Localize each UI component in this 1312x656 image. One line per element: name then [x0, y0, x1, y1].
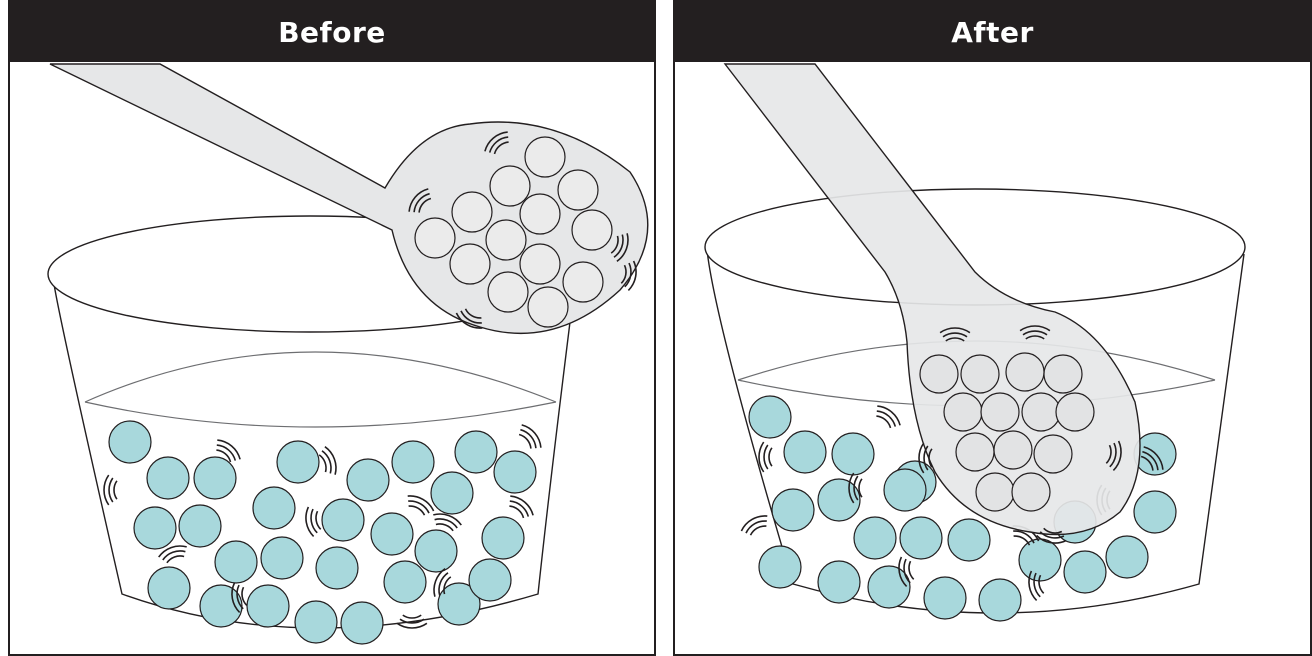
- bead-icon: [749, 396, 791, 438]
- bead-icon: [347, 459, 389, 501]
- bead-icon: [818, 561, 860, 603]
- bead-icon: [832, 433, 874, 475]
- bead-icon: [415, 530, 457, 572]
- bead-icon: [488, 272, 528, 312]
- bead-icon: [784, 431, 826, 473]
- bead-icon: [854, 517, 896, 559]
- motion-line: [397, 623, 427, 628]
- bead-icon: [494, 451, 536, 493]
- bead-icon: [452, 192, 492, 232]
- motion-line: [746, 521, 767, 533]
- bead-icon: [1044, 355, 1082, 393]
- bead-icon: [431, 472, 473, 514]
- bead-icon: [924, 577, 966, 619]
- bead-icon: [490, 166, 530, 206]
- bead-icon: [261, 537, 303, 579]
- bead-icon: [1106, 536, 1148, 578]
- bead-icon: [194, 457, 236, 499]
- bead-icon: [759, 546, 801, 588]
- bead-icon: [179, 505, 221, 547]
- bead-icon: [415, 218, 455, 258]
- bead-icon: [455, 431, 497, 473]
- bead-icon: [1034, 435, 1072, 473]
- after-illustration: [675, 2, 1312, 656]
- bead-icon: [392, 441, 434, 483]
- bead-icon: [884, 469, 926, 511]
- bead-icon: [384, 561, 426, 603]
- bead-icon: [482, 517, 524, 559]
- bead-icon: [295, 601, 337, 643]
- bead-icon: [371, 513, 413, 555]
- bead-icon: [956, 433, 994, 471]
- before-illustration: [10, 2, 656, 656]
- bead-icon: [1012, 473, 1050, 511]
- bead-icon: [558, 170, 598, 210]
- bead-icon: [247, 585, 289, 627]
- bead-icon: [961, 355, 999, 393]
- bead-icon: [976, 473, 1014, 511]
- bead-icon: [322, 499, 364, 541]
- bead-icon: [1056, 393, 1094, 431]
- bead-icon: [900, 517, 942, 559]
- bead-icon: [920, 355, 958, 393]
- bead-icon: [944, 393, 982, 431]
- motion-line: [751, 526, 767, 535]
- bead-icon: [486, 220, 526, 260]
- bead-icon: [948, 519, 990, 561]
- bead-icon: [148, 567, 190, 609]
- bead-icon: [994, 431, 1032, 469]
- bead-icon: [277, 441, 319, 483]
- bead-icon: [341, 602, 383, 644]
- bead-icon: [979, 579, 1021, 621]
- bead-icon: [1006, 353, 1044, 391]
- bead-icon: [528, 287, 568, 327]
- bead-icon: [134, 507, 176, 549]
- bead-icon: [450, 244, 490, 284]
- bead-icon: [563, 262, 603, 302]
- bead-icon: [1019, 539, 1061, 581]
- bead-icon: [109, 421, 151, 463]
- bead-icon: [1064, 551, 1106, 593]
- bead-icon: [525, 137, 565, 177]
- bead-icon: [520, 244, 560, 284]
- bead-icon: [1134, 491, 1176, 533]
- after-panel: After: [673, 0, 1312, 656]
- before-panel: Before: [8, 0, 656, 656]
- bead-icon: [1022, 393, 1060, 431]
- bead-icon: [572, 210, 612, 250]
- bead-icon: [253, 487, 295, 529]
- bead-icon: [469, 559, 511, 601]
- bead-icon: [981, 393, 1019, 431]
- bead-icon: [520, 194, 560, 234]
- bead-icon: [147, 457, 189, 499]
- bead-icon: [316, 547, 358, 589]
- bead-icon: [772, 489, 814, 531]
- bead-icon: [215, 541, 257, 583]
